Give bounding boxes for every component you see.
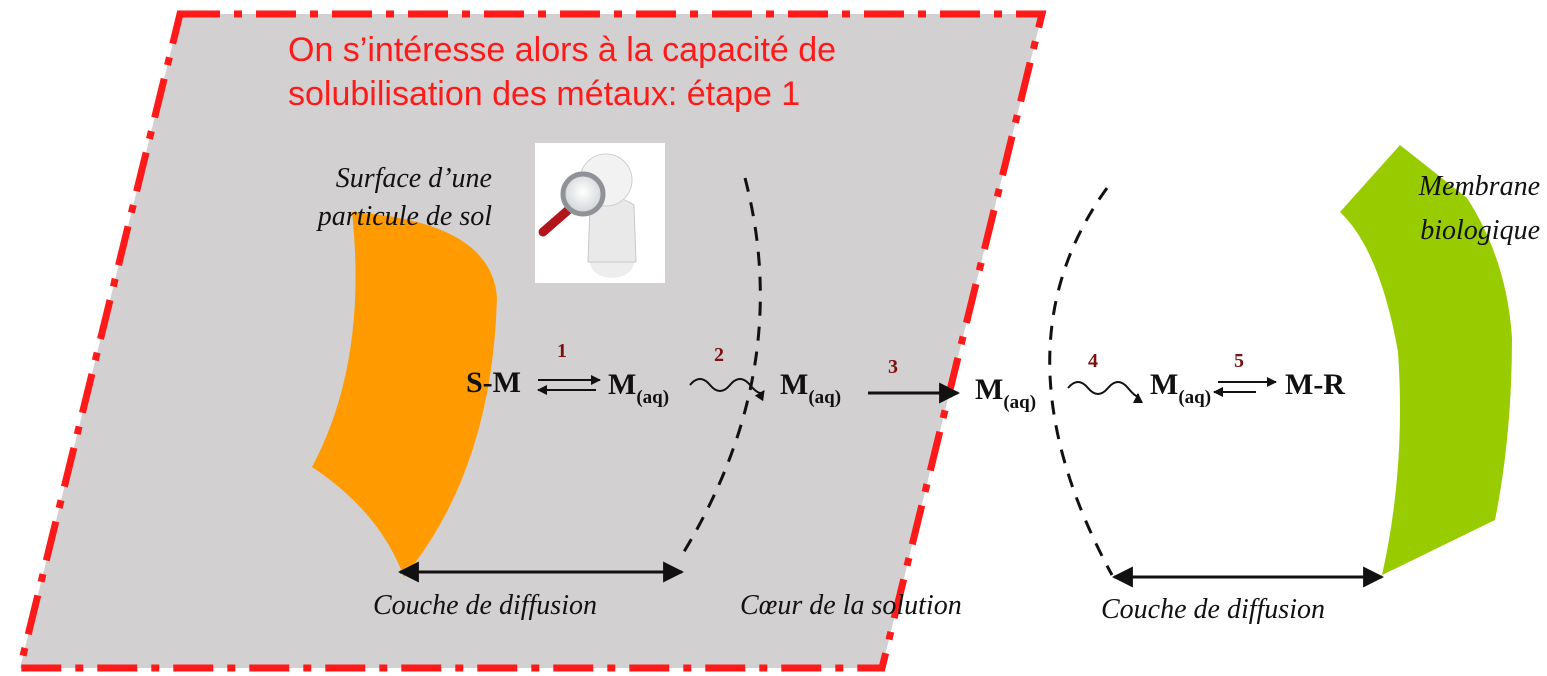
diffusion-arrow-step2 — [689, 378, 765, 402]
slide-title: On s’intéresse alors à la capacité de so… — [288, 28, 1008, 116]
step-number-2: 2 — [714, 344, 724, 366]
soil-particle-label-line-2: particule de sol — [317, 201, 492, 232]
species-aq-subscript: (aq) — [808, 387, 842, 408]
solution-core-label: Cœur de la solution — [740, 590, 962, 621]
soil-particle-label: Surface d’une particule de sol — [272, 160, 492, 236]
magnifier-figure-icon — [535, 143, 665, 283]
diffusion-boundary-right — [1048, 187, 1114, 576]
species-mr: M-R — [1285, 368, 1345, 401]
species-aq-subscript: (aq) — [1003, 392, 1037, 413]
species-m-symbol: M — [608, 368, 637, 401]
species-m-aq-3: M(aq) — [975, 373, 1036, 414]
step1-highlight-frame — [15, 10, 1047, 672]
diffusion-arrow-step4 — [1067, 381, 1143, 404]
step-number-4: 4 — [1088, 350, 1098, 372]
membrane-label: Membrane biologique — [1360, 165, 1540, 253]
diffusion-layer-right-label: Couche de diffusion — [1101, 594, 1325, 625]
species-m-symbol: M — [780, 368, 809, 401]
membrane-label-line-2: biologique — [1420, 215, 1540, 246]
species-m-aq-2: M(aq) — [780, 368, 841, 409]
soil-particle-label-line-1: Surface d’une — [335, 163, 492, 194]
step-number-3: 3 — [888, 356, 898, 378]
diffusion-layer-left-label: Couche de diffusion — [373, 590, 597, 621]
step-number-1: 1 — [557, 340, 567, 362]
biological-membrane — [1340, 145, 1512, 575]
diffusion-boundary-left — [680, 177, 762, 556]
species-m-aq-4: M(aq) — [1150, 368, 1211, 409]
equilibrium-arrows-step1 — [537, 375, 601, 395]
title-line-2: solubilisation des métaux: étape 1 — [288, 75, 801, 113]
step-number-5: 5 — [1234, 350, 1244, 372]
species-aq-subscript: (aq) — [1178, 387, 1212, 408]
species-m-symbol: M — [975, 373, 1004, 406]
species-sm: S-M — [466, 366, 521, 399]
species-m-aq-1: M(aq) — [608, 368, 669, 409]
equilibrium-arrows-step5 — [1213, 377, 1277, 397]
soil-particle-surface — [312, 212, 497, 577]
membrane-label-line-1: Membrane — [1418, 171, 1540, 202]
title-line-1: On s’intéresse alors à la capacité de — [288, 31, 837, 69]
species-m-symbol: M — [1150, 368, 1179, 401]
species-aq-subscript: (aq) — [636, 387, 670, 408]
